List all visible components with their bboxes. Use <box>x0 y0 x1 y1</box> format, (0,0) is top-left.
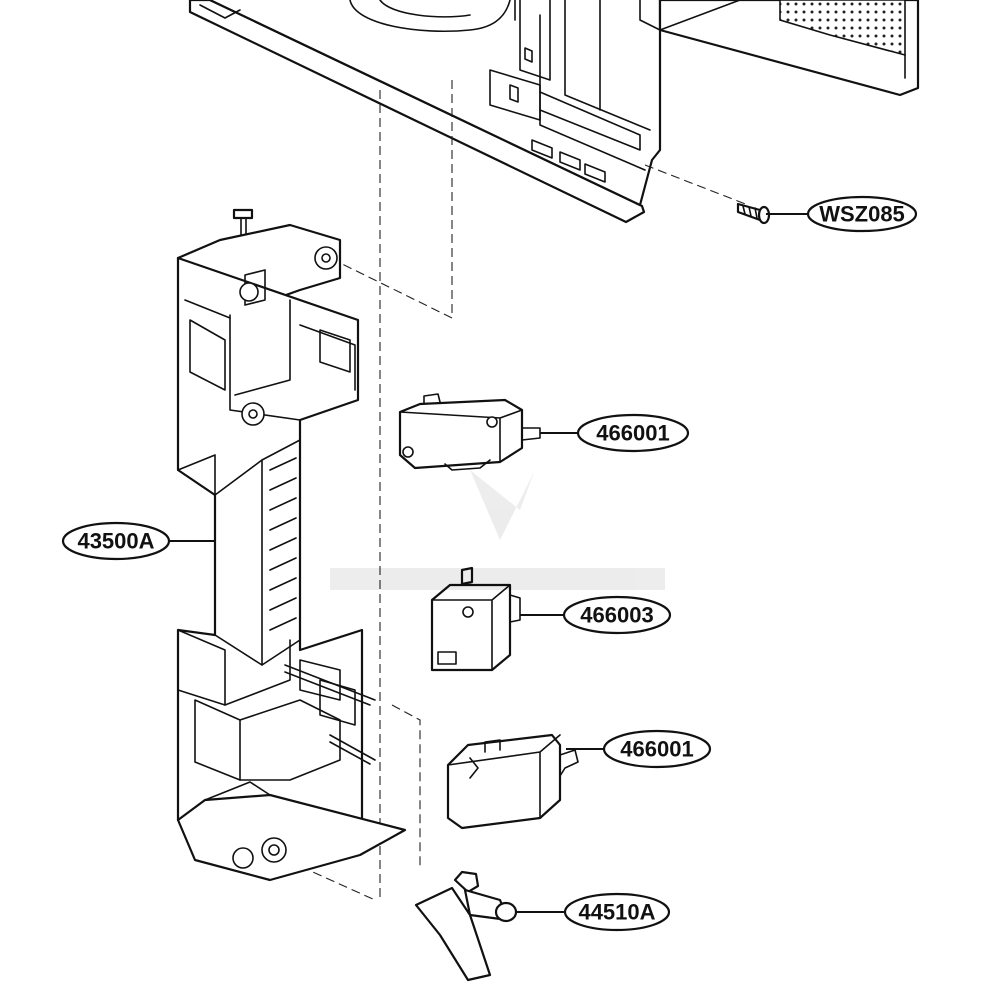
callout-label: 466001 <box>596 421 669 446</box>
callout-label: 44510A <box>578 900 655 925</box>
callout-43500a: 43500A <box>61 521 171 561</box>
callout-label: 466001 <box>620 737 693 762</box>
callout-wsz085: WSZ085 <box>806 195 918 233</box>
callout-466003: 466003 <box>562 595 672 635</box>
micro-switch-bottom <box>446 733 579 830</box>
cavity-frame <box>188 0 920 224</box>
micro-switch-top <box>398 393 541 471</box>
callouts: WSZ085 466001 43500A 466003 466001 <box>61 195 918 932</box>
latch-board <box>176 208 407 882</box>
lever-part <box>414 870 518 982</box>
callout-466001-top: 466001 <box>576 413 690 453</box>
callout-label: 43500A <box>77 529 154 554</box>
screw-part <box>736 202 771 225</box>
micro-switch-middle <box>430 566 521 672</box>
callout-label: 466003 <box>580 603 653 628</box>
callout-label: WSZ085 <box>819 202 905 227</box>
callout-44510a: 44510A <box>563 892 671 932</box>
watermark <box>330 470 665 590</box>
callout-466001-bottom: 466001 <box>602 729 712 769</box>
